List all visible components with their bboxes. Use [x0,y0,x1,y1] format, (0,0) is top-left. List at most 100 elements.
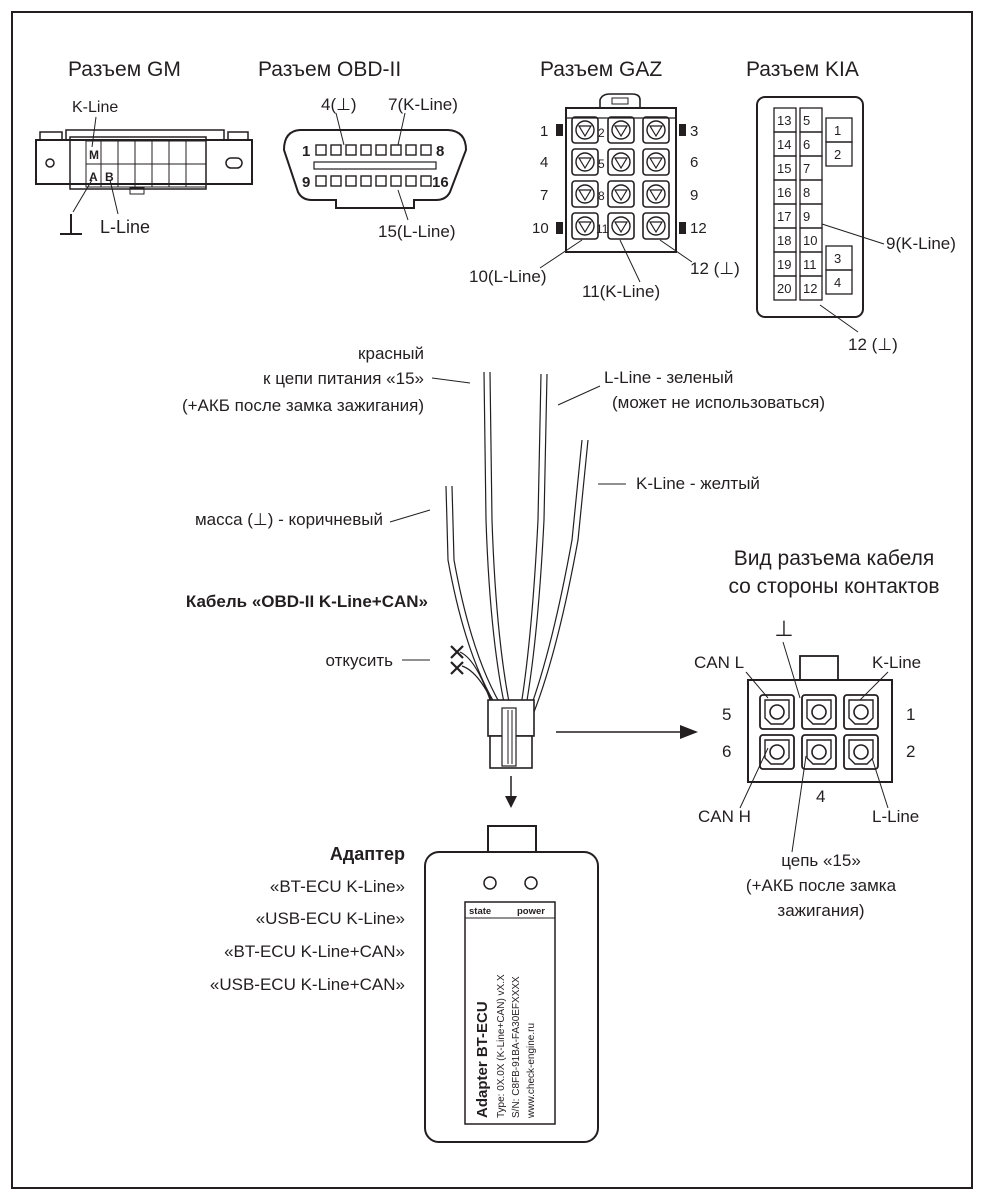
gaz-pin12-label: 12 (⊥) [690,259,740,278]
face-circuit-line-3: зажигания) [777,901,864,920]
kia-pin-number: 15 [777,161,791,176]
gaz-pin-cell [607,180,635,208]
gaz-pin-11: 11 [596,222,609,236]
gaz-pin-3: 3 [690,123,698,140]
gaz-pin-contact [577,189,593,202]
adapter-sticker [464,901,556,1125]
brown-wire-label: масса (⊥) - коричневый [195,509,431,529]
cable-face-view: Вид разъема кабеля со стороны контактов … [694,547,940,920]
gaz-title: Разъем GAZ [540,58,662,81]
kia-pin-number: 2 [834,147,841,162]
gaz-pin-5: 5 [598,157,605,171]
obd-pin-socket [315,175,327,187]
kia-pin-number: 8 [803,185,810,200]
kia-pin-number: 18 [777,233,791,248]
obd-pin-socket [405,144,417,156]
face-k-line: K-Line [872,653,921,672]
gaz-pin-contact [648,157,664,170]
kia-cell [799,275,823,301]
gm-mount-hole-left [45,158,55,168]
cut-label: откусить [326,651,430,670]
gaz-pin-socket [646,216,666,236]
gm-pin-b: B [105,170,114,184]
arrow-right-icon [556,725,698,739]
gaz-pin-socket [611,216,631,236]
gm-mount-hole-right [225,157,243,169]
adapter-model-1: «BT-ECU K-Line» [270,877,405,896]
adapter-sticker-sn: S/N: C8FB-91BA-FA30EFXXXX [511,976,522,1118]
yellow-wire-text: K-Line - желтый [636,474,760,493]
face-pin-cell [759,694,795,730]
gaz-pin-contact [648,221,664,234]
adapter-state-label: state [469,906,491,917]
gm-ground-icon [60,214,82,235]
face-pin-cell [759,734,795,770]
cable-title: Кабель «OBD-II K-Line+CAN» [186,592,428,611]
kia-pin-number: 16 [777,185,791,200]
gaz-pin-contact [577,157,593,170]
kia-pin-number: 10 [803,233,817,248]
obd-row1-end: 8 [436,143,444,160]
face-circuit-line-1: цепь «15» [781,851,861,870]
gm-connector: Разъем GM M A B K-Line L-Line [35,58,253,237]
kia-pin12-label: 12 (⊥) [848,335,898,354]
obd-pin-socket [375,175,387,187]
face-pin-frame [764,699,790,725]
gaz-pin-12: 12 [690,220,707,237]
gm-pin-m: M [89,148,99,162]
adapter-sticker-type: Type: 0X.0X (K-Line+CAN) vX.X [496,974,507,1118]
green-wire-label: L-Line - зеленый (может не использоватьс… [557,368,825,412]
face-l-line: L-Line [872,807,919,826]
obd-pin-socket [360,144,372,156]
gaz-pin-contact [648,189,664,202]
gaz-pin-cell [607,116,635,144]
obd-pin-socket [375,144,387,156]
obd-pin-socket [390,144,402,156]
cable-plug [487,699,535,769]
adapter-sticker-url: www.check-engine.ru [526,1023,537,1119]
obd-pin4-label: 4(⊥) [321,95,357,114]
green-wire-line-1: L-Line - зеленый [604,368,733,387]
obd-pin-socket [330,144,342,156]
obd-pin-socket [390,175,402,187]
kia-pin-number: 20 [777,281,791,296]
face-pin-frame [848,699,874,725]
gaz-pin-contact [613,157,629,170]
kia-pin-number: 13 [777,113,791,128]
red-wire-line-2: к цепи питания «15» [263,369,424,388]
kia-title: Разъем KIA [746,58,859,81]
kia-cell [825,269,853,295]
gaz-pin-grid [571,116,670,240]
face-circuit-line-2: (+АКБ после замка [746,876,897,895]
gaz-pin-socket [646,120,666,140]
kia-pin-number: 19 [777,257,791,272]
face-ground-symbol: ⊥ [774,616,793,641]
face-title-line-2: со стороны контактов [728,575,939,598]
gaz-pin-cell [642,116,670,144]
gaz-pin-cell [642,180,670,208]
kia-pin9-label: 9(K-Line) [886,234,956,253]
brown-wire-text: масса (⊥) - коричневый [195,510,383,529]
gaz-pin-cell [571,212,599,240]
gaz-body [565,107,677,253]
kia-cell [773,275,797,301]
obd-title: Разъем OBD-II [258,58,401,81]
face-pin-frame [848,739,874,765]
adapter-title: Адаптер [330,844,405,864]
kia-pin-number: 7 [803,161,810,176]
gaz-pin-9: 9 [690,187,698,204]
kia-pin-number: 9 [803,209,810,224]
kia-pin-number: 1 [834,123,841,138]
kia-body [756,96,864,318]
adapter: Адаптер «BT-ECU K-Line» «USB-ECU K-Line»… [210,825,599,1143]
obd-pin-socket [345,144,357,156]
face-pin-socket [853,704,869,720]
gaz-pin-cell [642,212,670,240]
gaz-pin-10: 10 [532,220,549,237]
obd-row2-start: 9 [302,174,310,191]
gaz-pin-contact [613,221,629,234]
gaz-pin-2: 2 [598,126,605,140]
face-pin-1: 1 [906,705,915,724]
face-pin-cell [843,694,879,730]
